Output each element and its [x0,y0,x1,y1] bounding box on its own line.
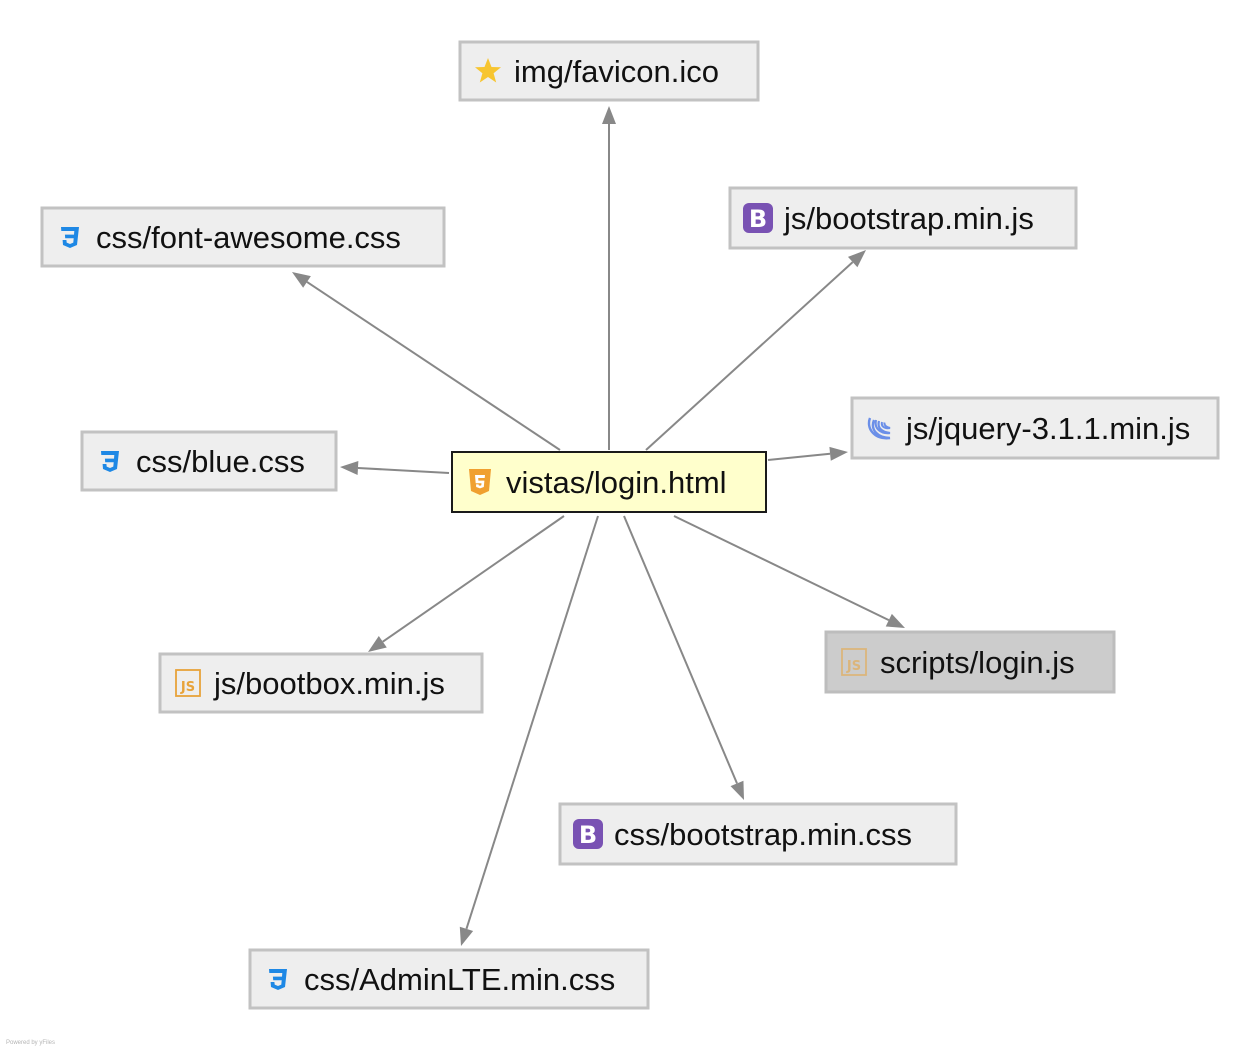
node-label: css/AdminLTE.min.css [304,962,615,997]
node-label: img/favicon.ico [514,54,719,89]
node-blue-css[interactable]: css/blue.css [80,430,338,492]
node-box [158,652,484,714]
edge-login_html-to-bootstrap_css [623,515,744,800]
node-login-js[interactable]: JS scripts/login.js [824,630,1116,694]
bootstrap-icon: B [573,819,603,849]
node-box [728,186,1078,250]
node-box [458,40,760,102]
node-box [80,430,338,492]
edge-login_html-to-favicon [602,106,616,450]
node-label: scripts/login.js [880,645,1075,680]
svg-text:B: B [749,205,767,233]
arrow-head-icon [292,272,311,288]
edge-login_html-to-font_awesome [292,272,561,451]
node-bootbox[interactable]: JS js/bootbox.min.js [158,652,484,714]
edge-login_html-to-adminlte [459,515,599,946]
node-label: css/bootstrap.min.css [614,817,912,852]
node-box [451,451,767,513]
powered-by-watermark: Powered by yFiles [6,1040,56,1046]
node-box [248,948,650,1010]
edge-login_html-to-login_js [673,515,905,628]
arrow-head-icon [602,106,616,124]
node-adminlte[interactable]: css/AdminLTE.min.css [248,948,650,1010]
node-box [558,802,958,866]
node-box [40,206,446,268]
arrow-head-icon [730,780,744,800]
html5-icon [469,469,491,495]
edge-line [767,452,831,461]
arrow-head-icon [847,250,866,268]
node-box [850,396,1220,460]
node-label: js/bootstrap.min.js [783,201,1034,236]
arrow-head-icon [459,926,474,946]
edge-line [306,281,561,451]
node-label: css/blue.css [136,444,305,479]
star-icon [475,58,501,83]
node-favicon[interactable]: img/favicon.ico [458,40,760,102]
edge-line [357,466,450,474]
edge-line [645,261,854,451]
node-login-html[interactable]: vistas/login.html [451,451,767,513]
edge-login_html-to-blue_css [340,460,450,475]
edge-line [673,515,890,622]
bootstrap-icon: B [743,203,773,233]
edge-login_html-to-bootbox [368,515,565,652]
node-label: vistas/login.html [506,465,727,500]
js-file-icon: JS [175,669,201,697]
arrow-head-icon [368,635,387,652]
edge-line [382,515,565,643]
arrow-head-icon [885,613,905,628]
css3-icon [61,227,79,248]
node-box [824,630,1116,694]
node-label: js/bootbox.min.js [213,666,445,701]
edge-line [623,515,738,784]
node-font-awesome[interactable]: css/font-awesome.css [40,206,446,268]
js-file-icon: JS [841,648,867,676]
css3-icon [101,451,119,472]
svg-text:JS: JS [180,680,195,695]
node-label: css/font-awesome.css [96,220,401,255]
node-jquery[interactable]: js/jquery-3.1.1.min.js [850,396,1220,460]
edge-login_html-to-bootstrap_js [645,250,866,451]
css3-icon [269,969,287,990]
svg-text:JS: JS [846,659,861,674]
jquery-icon [867,417,891,440]
edge-line [465,515,599,930]
svg-text:B: B [579,821,597,849]
arrow-head-icon [829,446,848,461]
edges-layer [292,106,905,946]
arrow-head-icon [340,460,359,475]
edge-login_html-to-jquery [767,446,848,461]
node-label: js/jquery-3.1.1.min.js [905,411,1190,446]
